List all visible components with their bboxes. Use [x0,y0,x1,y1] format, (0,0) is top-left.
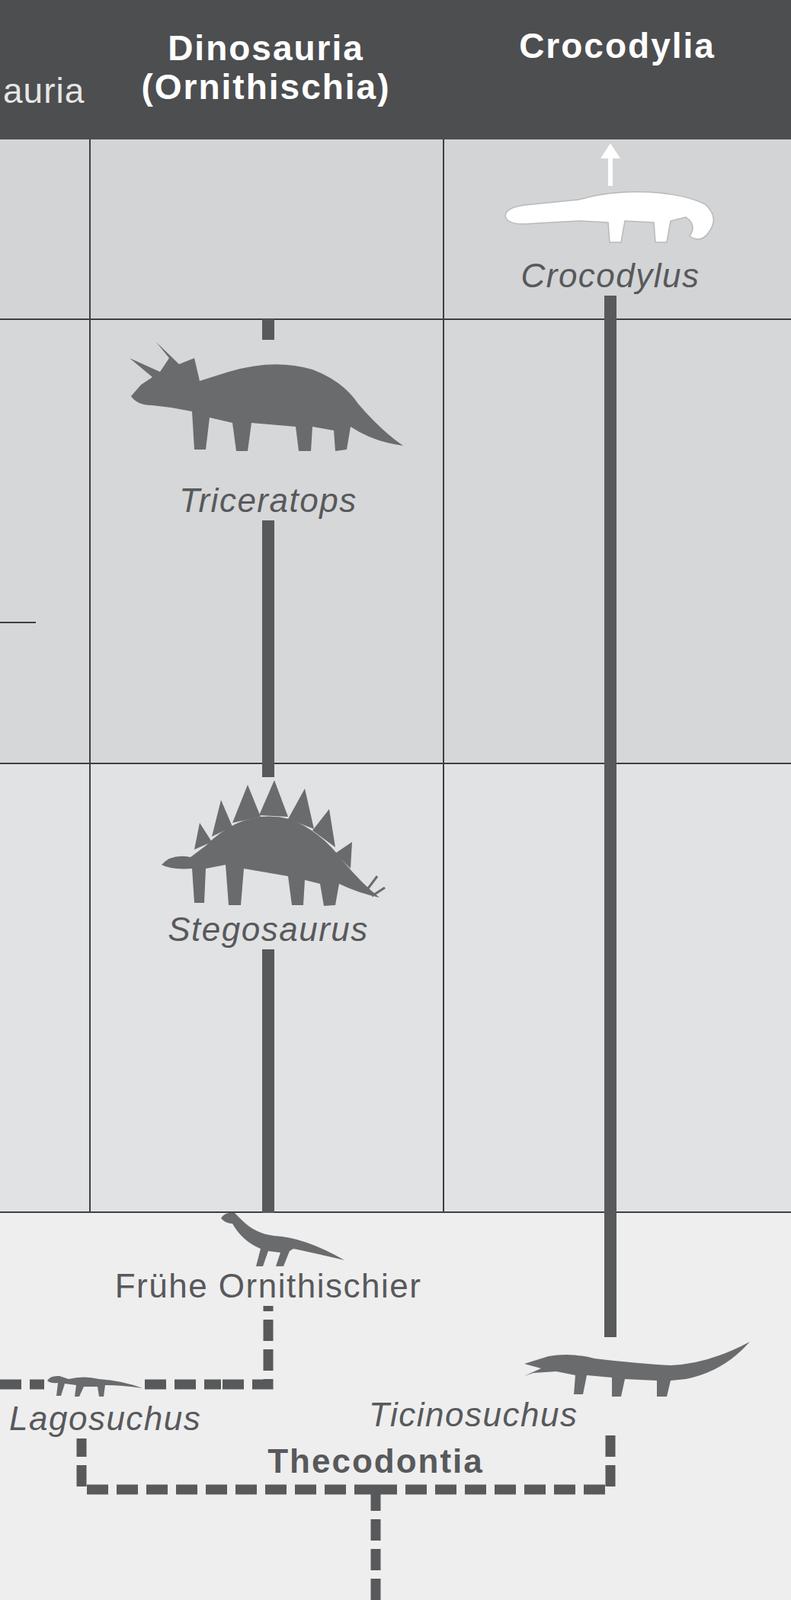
taxon-label-text: Stegosaurus [164,911,372,948]
clade-label-text: Thecodontia [264,1443,487,1480]
stegosaurus-plate [312,809,336,848]
taxon-label-text: Ticinosuchus [365,1396,581,1434]
column-header: Dinosauria (Ornithischia) [84,0,449,140]
time-band [0,139,791,320]
grid-line [442,139,445,1213]
taxon-label: Crocodylus [487,181,734,296]
time-band [0,319,791,764]
group-label-text: Frühe Ornithischier [112,1268,426,1305]
clade-label: Thecodontia [258,1443,494,1490]
stegosaurus-plate [232,784,261,824]
crocodylus-figure [505,192,714,243]
lineage-line [262,949,275,1214]
continuation-arrow [600,143,621,159]
lineage-stub [371,1489,382,1600]
stegosaurus-body [161,816,380,907]
stegosaurus-spike [365,876,378,892]
taxon-label-text: Crocodylus [517,257,703,295]
ticinosuchus-figure [524,1341,750,1397]
grid-lines [0,139,791,1213]
lineage-stub [0,1380,45,1390]
stegosaurus-plate [211,800,233,837]
stegosaurus-spike [371,887,385,897]
taxon-label-text: Lagosuchus [6,1400,205,1438]
lineage-stub [262,319,275,340]
taxon-label: Ticinosuchus [365,1337,755,1435]
stegosaurus-plate [288,788,314,830]
branch-tick [0,621,36,624]
taxon-label: Triceratops [114,340,423,521]
taxon-label-text: Triceratops [176,482,360,519]
group-label: Frühe Ornithischier [83,1213,453,1307]
column-header-text: Crocodylia [515,26,719,66]
lineage-line [262,520,275,778]
dashed-lineage [222,1306,269,1385]
time-band [0,763,791,1213]
grid-line [89,139,91,1213]
lagosuchus-figure [47,1376,143,1397]
continuation-arrow [608,155,613,186]
grid-line [0,1211,791,1214]
column-header: Crocodylia [443,0,791,140]
grid-line [0,762,791,765]
taxon-label: Stegosaurus [144,777,392,950]
stegosaurus-figure [161,780,385,907]
ornithischian-figure [220,1213,345,1267]
time-band [0,1212,791,1600]
stegosaurus-plate [335,842,353,869]
lineage-stub [144,1380,221,1390]
column-header-text: auria [0,71,88,111]
triceratops-figure [129,342,404,452]
grid-line [0,318,791,321]
taxon-label: Lagosuchus [6,1368,223,1439]
stegosaurus-plate [259,780,289,817]
column-header-text: Dinosauria (Ornithischia) [84,28,448,106]
stegosaurus-plate [194,823,212,850]
lineage-line [604,295,617,1338]
